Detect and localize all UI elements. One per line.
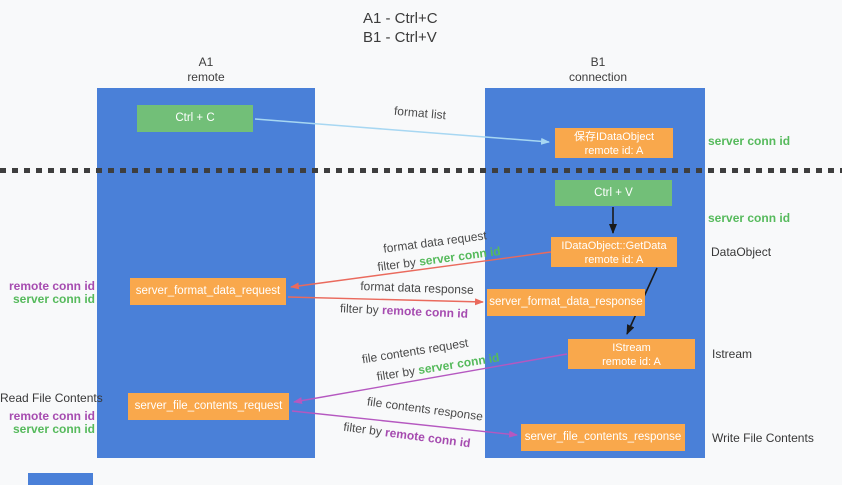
istream-line2: remote id: A [602, 356, 661, 368]
server-conn-id-label-top: server conn id [708, 134, 791, 148]
file-contents-response-label: file contents response [366, 394, 484, 424]
column-header-a1: A1 remote [146, 55, 266, 85]
column-a1-subtitle: remote [187, 70, 225, 84]
format-data-response-arrow [287, 296, 484, 306]
filter-by-remote-conn-id-label-1: filter by remote conn id [335, 301, 473, 321]
format-list-label: format list [393, 103, 447, 123]
server-conn-id-label-file: server conn id [12, 422, 95, 436]
save-idataobject-line1: 保存IDataObject [573, 131, 655, 143]
filter-by-text-4: filter by [342, 419, 383, 439]
remote-conn-id-label-format: remote conn id [8, 279, 95, 293]
server-conn-id-label-mid: server conn id [708, 211, 791, 225]
column-a1-name: A1 [198, 55, 214, 69]
ctrl-c-node: Ctrl + C [137, 105, 253, 132]
remote-conn-id-text-2: remote conn id [384, 425, 472, 451]
dataobject-label: DataObject [711, 245, 772, 259]
filter-by-text-2: filter by [339, 301, 379, 317]
istream-node: IStream remote id: A [568, 339, 695, 369]
getdata-line2: remote id: A [584, 254, 644, 266]
separator-dotted-line [0, 168, 842, 173]
ctrl-v-node: Ctrl + V [555, 180, 672, 206]
save-idataobject-line2: remote id: A [584, 145, 644, 157]
format-data-response-label: format data response [360, 279, 474, 297]
title-line-2: B1 - Ctrl+V [363, 29, 437, 46]
diagram-title: A1 - Ctrl+C B1 - Ctrl+V [363, 9, 438, 47]
getdata-line1: IDataObject::GetData [561, 240, 667, 252]
istream-label: Istream [712, 347, 753, 361]
column-header-b1: B1 connection [538, 55, 658, 85]
server-format-data-response-node: server_format_data_response [487, 289, 645, 316]
filter-by-remote-conn-id-label-2: filter by remote conn id [337, 419, 478, 451]
column-b1-subtitle: connection [568, 70, 628, 84]
title-line-1: A1 - Ctrl+C [363, 10, 438, 27]
column-b1-name: B1 [590, 55, 606, 69]
getdata-node: IDataObject::GetData remote id: A [551, 237, 677, 267]
server-file-contents-request-node: server_file_contents_request [128, 393, 289, 420]
remote-conn-id-label-file: remote conn id [8, 409, 95, 423]
window-fragment [28, 473, 93, 485]
remote-conn-id-text-1: remote conn id [381, 303, 469, 321]
server-file-contents-response-node: server_file_contents_response [521, 424, 685, 451]
save-idataobject-node: 保存IDataObject remote id: A [555, 128, 673, 158]
istream-line1: IStream [612, 342, 651, 354]
filter-by-text-1: filter by [376, 255, 417, 275]
write-file-contents-label: Write File Contents [712, 431, 814, 445]
filter-by-text-3: filter by [375, 363, 417, 384]
read-file-contents-label: Read File Contents [0, 391, 103, 405]
server-conn-id-label-format: server conn id [12, 292, 95, 306]
server-format-data-request-node: server_format_data_request [130, 278, 286, 305]
